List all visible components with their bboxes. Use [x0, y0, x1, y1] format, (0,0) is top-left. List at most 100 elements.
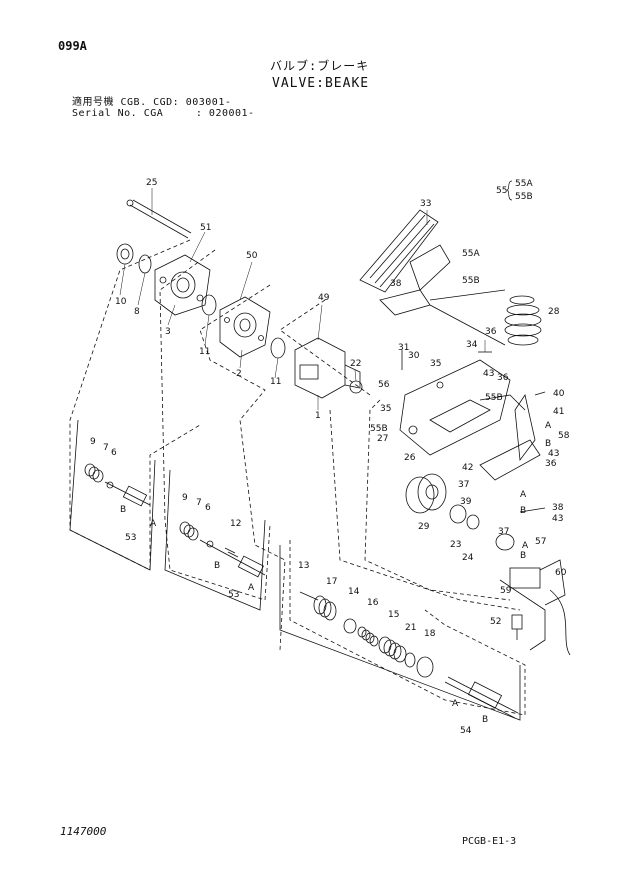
- callout-57: 57: [535, 537, 546, 547]
- pedal-33: [359, 209, 439, 293]
- o-ring-11b: [270, 337, 286, 359]
- callout-37b: 37: [498, 527, 509, 537]
- port-label: B: [520, 506, 526, 516]
- callout-37a: 37: [458, 480, 469, 490]
- callout-55B-left: 55B: [370, 424, 388, 434]
- spool-53b: [199, 539, 266, 578]
- bolt-52: [511, 614, 523, 640]
- callout-9a: 9: [90, 437, 96, 447]
- callout-50: 50: [246, 251, 258, 261]
- ring-24: [466, 514, 480, 530]
- callout-40: 40: [553, 389, 565, 399]
- callout-56: 56: [378, 380, 390, 390]
- callout-7a: 7: [103, 443, 109, 453]
- callout-59: 59: [500, 586, 512, 596]
- callout-numbers: 25 51 50 49 33 10 8 3 11 2 11 1 22 56 55…: [90, 178, 570, 736]
- callout-38b: 38: [552, 503, 564, 513]
- callout-22: 22: [350, 359, 361, 369]
- spring-9b: [179, 521, 199, 541]
- serial-line-1: 適用号機 CGB. CGD: 003001-: [72, 97, 232, 108]
- callout-43a: 43: [483, 369, 494, 379]
- legend-55: 55 55A 55B: [496, 179, 533, 202]
- callout-23: 23: [450, 540, 461, 550]
- callout-21: 21: [405, 623, 416, 633]
- callout-54: 54: [460, 726, 472, 736]
- port-label: B: [545, 439, 551, 449]
- serial-line-2: Serial No. CGA : 020001-: [72, 108, 255, 119]
- assembly-frame-53b: [164, 469, 266, 611]
- port-label: B: [520, 551, 526, 561]
- callout-14: 14: [348, 587, 360, 597]
- callout-11a: 11: [199, 347, 210, 357]
- bolt-38b: [519, 507, 546, 513]
- callout-8: 8: [134, 307, 140, 317]
- ring-23: [449, 504, 467, 524]
- page-reference: PCGB-E1-3: [462, 836, 517, 847]
- callout-51: 51: [200, 223, 211, 233]
- washer-21: [404, 652, 416, 668]
- lever-58: [479, 393, 541, 481]
- callout-29: 29: [418, 522, 430, 532]
- title-english: VALVE:BEAKE: [272, 76, 370, 91]
- spring-16: [357, 626, 379, 647]
- drawing-number: 1147000: [60, 825, 107, 838]
- callout-9b: 9: [182, 493, 188, 503]
- callout-36a: 36: [485, 327, 497, 337]
- callout-28: 28: [548, 307, 560, 317]
- callout-55B-mid: 55B: [485, 393, 503, 403]
- callout-16: 16: [367, 598, 379, 608]
- bolt-25: [126, 199, 192, 239]
- callout-41: 41: [553, 407, 564, 417]
- callout-25: 25: [146, 178, 157, 188]
- leader-lines: [119, 188, 486, 410]
- callout-31: 31: [398, 343, 409, 353]
- callout-58: 58: [558, 431, 570, 441]
- page-code: 099A: [58, 39, 87, 53]
- callout-42: 42: [462, 463, 473, 473]
- nut-10: [116, 243, 134, 265]
- ring-18: [416, 656, 434, 678]
- port-label: A: [545, 421, 552, 431]
- valve-body-2: [219, 296, 271, 358]
- assembly-frame-53a: [69, 419, 156, 571]
- callout-60: 60: [555, 568, 567, 578]
- port-label: A: [520, 490, 527, 500]
- callout-2: 2: [236, 369, 242, 379]
- callout-26: 26: [404, 453, 416, 463]
- spring-9a: [84, 463, 104, 483]
- port-label: B: [120, 505, 126, 515]
- callout-35a: 35: [430, 359, 441, 369]
- callout-30: 30: [408, 351, 420, 361]
- callout-24: 24: [462, 553, 474, 563]
- port-label: A: [452, 699, 459, 709]
- callout-38: 38: [390, 279, 402, 289]
- callout-35b: 35: [380, 404, 391, 414]
- port-label: 55A: [515, 179, 533, 189]
- callout-17: 17: [326, 577, 337, 587]
- callout-55B-top: 55B: [462, 276, 480, 286]
- callout-36b: 36: [497, 373, 509, 383]
- spring-15: [378, 636, 407, 663]
- port-label: A: [522, 541, 529, 551]
- callout-12: 12: [230, 519, 241, 529]
- callout-55A: 55A: [462, 249, 480, 259]
- callout-53b: 53: [228, 590, 239, 600]
- title-japanese: バルブ:ブレーキ: [270, 59, 370, 73]
- callout-7b: 7: [196, 498, 202, 508]
- callout-3: 3: [165, 327, 171, 337]
- callout-43b: 43: [548, 449, 559, 459]
- drum-29: [405, 473, 447, 514]
- callout-53a: 53: [125, 533, 136, 543]
- rubber-boot-28: [504, 295, 542, 346]
- o-ring-8: [138, 254, 152, 274]
- callout-1: 1: [315, 411, 321, 421]
- callout-27: 27: [377, 434, 388, 444]
- callout-13: 13: [298, 561, 309, 571]
- callout-43c: 43: [552, 514, 563, 524]
- callout-33: 33: [420, 199, 431, 209]
- spring-17: [313, 595, 337, 621]
- callout-6b: 6: [205, 503, 211, 513]
- callout-49: 49: [318, 293, 330, 303]
- switch-assembly-59: [499, 559, 571, 656]
